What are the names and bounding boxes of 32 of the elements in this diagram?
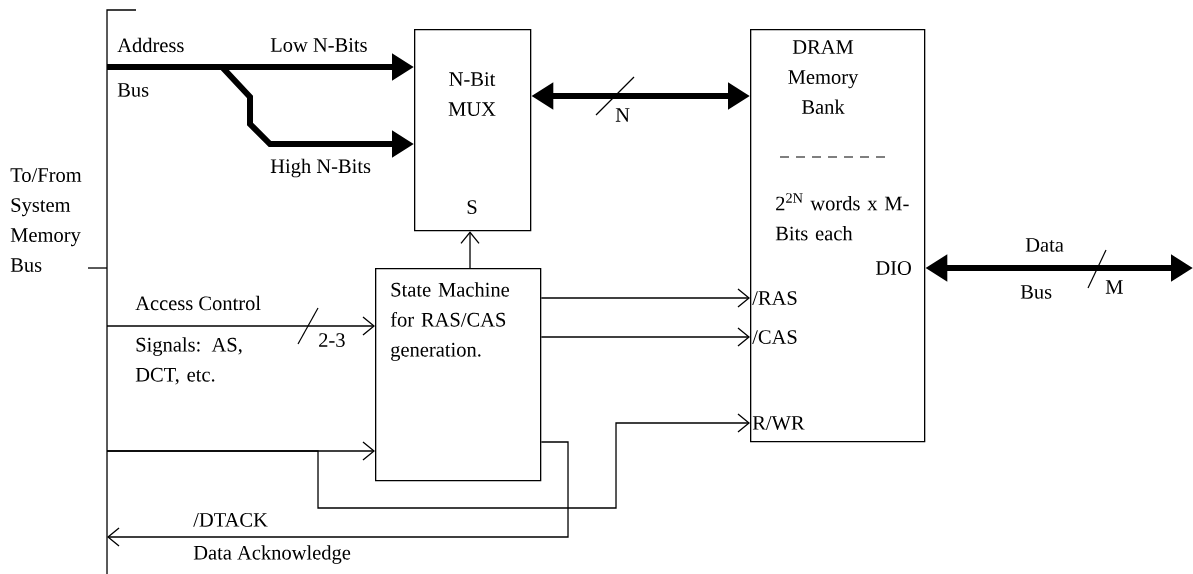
multiplexer-box	[414, 29, 532, 232]
edge-label: N	[615, 108, 630, 122]
bus-label: To/From System Memory Bus	[10, 168, 82, 272]
box-description: 2$^{2N}$ words x M-Bits each	[775, 193, 909, 241]
signal-label: Bus	[1020, 285, 1052, 299]
signal-label: Data	[1025, 238, 1064, 252]
signal-label: Signals: AS, DCT, etc.	[135, 337, 242, 385]
edge-label: M	[1105, 280, 1123, 294]
memory-box	[750, 29, 926, 443]
state-machine-box	[375, 268, 542, 482]
signal-label: Bus	[117, 83, 149, 97]
arrow	[106, 413, 750, 509]
arrow	[540, 288, 750, 308]
arrow	[540, 327, 750, 347]
pin-label: /CAS	[752, 330, 797, 344]
select-pin-label: S	[467, 200, 477, 214]
pin-label: /RAS	[752, 291, 797, 305]
box-title: N-Bit MUX	[448, 72, 496, 116]
signal-label: Data Acknowledge	[193, 545, 351, 564]
signal-label: Address	[117, 37, 184, 53]
edge-label: 2-3	[319, 333, 345, 347]
edge-label: High N-Bits	[270, 158, 371, 178]
box-title: DRAM Memory Bank	[788, 40, 859, 114]
box-title: State Machine for RAS/CAS generation.	[390, 282, 510, 361]
pin-label: DIO	[875, 261, 911, 275]
arrow	[460, 231, 480, 269]
arrow	[107, 441, 569, 547]
edge-label: /DTACK	[193, 513, 268, 527]
signal-label: Access Control	[135, 295, 261, 311]
arrow	[106, 316, 375, 336]
pin-label: R/WR	[752, 416, 805, 430]
edge-label: Low N-Bits	[270, 38, 367, 52]
